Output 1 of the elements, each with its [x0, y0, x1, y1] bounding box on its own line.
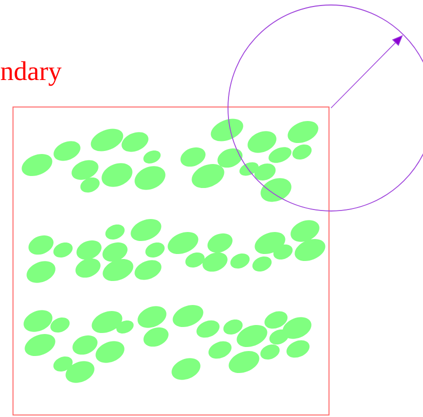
boundary-label: ndary [0, 61, 62, 86]
